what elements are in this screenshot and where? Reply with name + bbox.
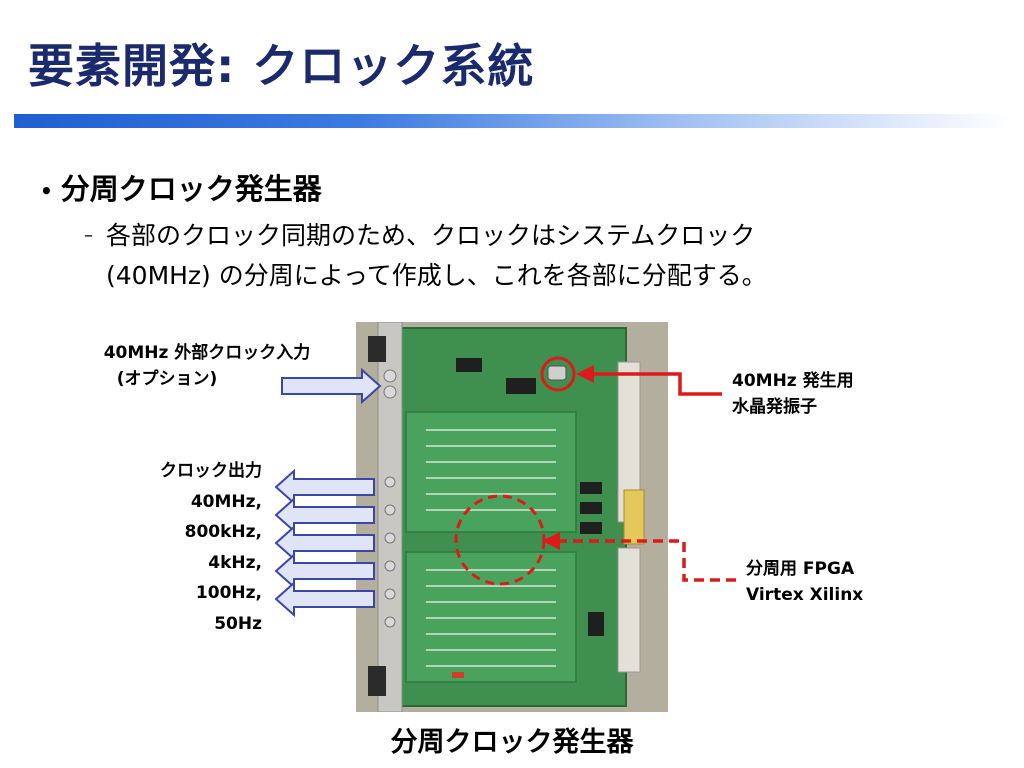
fpga-label-line-1: 分周用 FPGA — [746, 559, 855, 579]
clock-output-freq: 800kHz, — [184, 522, 262, 542]
crystal-label-line-2: 水晶発振子 — [732, 397, 817, 417]
fpga-label-line-2: Virtex Xilinx — [746, 585, 864, 605]
crystal-label-line-1: 40MHz 発生用 — [732, 371, 854, 391]
slide-title: 要素開発: クロック系統 — [28, 39, 535, 93]
title-underline — [14, 114, 1010, 128]
output-arrow — [274, 524, 375, 562]
board-photo — [356, 322, 668, 712]
sub-bullet: – 各部のクロック同期のため、クロックはシステムクロック (40MHz) の分周… — [84, 216, 767, 296]
ext-input-label-line-2: (オプション) — [116, 369, 218, 389]
input-arrow — [281, 367, 382, 405]
ext-input-label: 40MHz 外部クロック入力 (オプション) — [64, 340, 350, 392]
sub-bullet-line-1: 各部のクロック同期のため、クロックはシステムクロック — [106, 221, 756, 250]
clock-output-freq: 40MHz, — [190, 491, 262, 512]
dash-icon: – — [84, 225, 93, 246]
fpga-label: 分周用 FPGA Virtex Xilinx — [746, 556, 863, 608]
sub-bullet-line-2: (40MHz) の分周によって作成し、これを各部に分配する。 — [106, 261, 767, 290]
ext-input-label-line-1: 40MHz 外部クロック入力 — [103, 343, 311, 363]
fpga-arrowhead — [542, 532, 560, 550]
fpga-circle — [454, 494, 546, 586]
photo-caption: 分周クロック発生器 — [390, 727, 634, 758]
clock-output-freq: 4kHz, — [208, 552, 262, 573]
crystal-arrowhead — [576, 365, 594, 383]
board-drawing — [356, 322, 668, 712]
clock-output-label: クロック出力 40MHz, 800kHz, 4kHz, 100Hz, 50Hz — [100, 456, 262, 639]
crystal-circle — [540, 356, 576, 392]
output-arrow — [274, 496, 375, 534]
fpga-pointer — [556, 539, 736, 582]
clock-output-title: クロック出力 — [160, 461, 262, 481]
crystal-label: 40MHz 発生用 水晶発振子 — [732, 368, 854, 420]
bullet-item: • 分周クロック発生器 — [40, 166, 322, 208]
clock-output-freq: 50Hz — [214, 613, 262, 634]
crystal-pointer — [592, 372, 722, 396]
output-arrow — [274, 552, 375, 590]
output-arrow — [274, 468, 375, 506]
output-arrow — [274, 580, 375, 618]
clock-output-freq: 100Hz, — [195, 583, 262, 603]
bullet-icon: • — [40, 179, 53, 203]
bullet-text: 分周クロック発生器 — [60, 172, 322, 206]
